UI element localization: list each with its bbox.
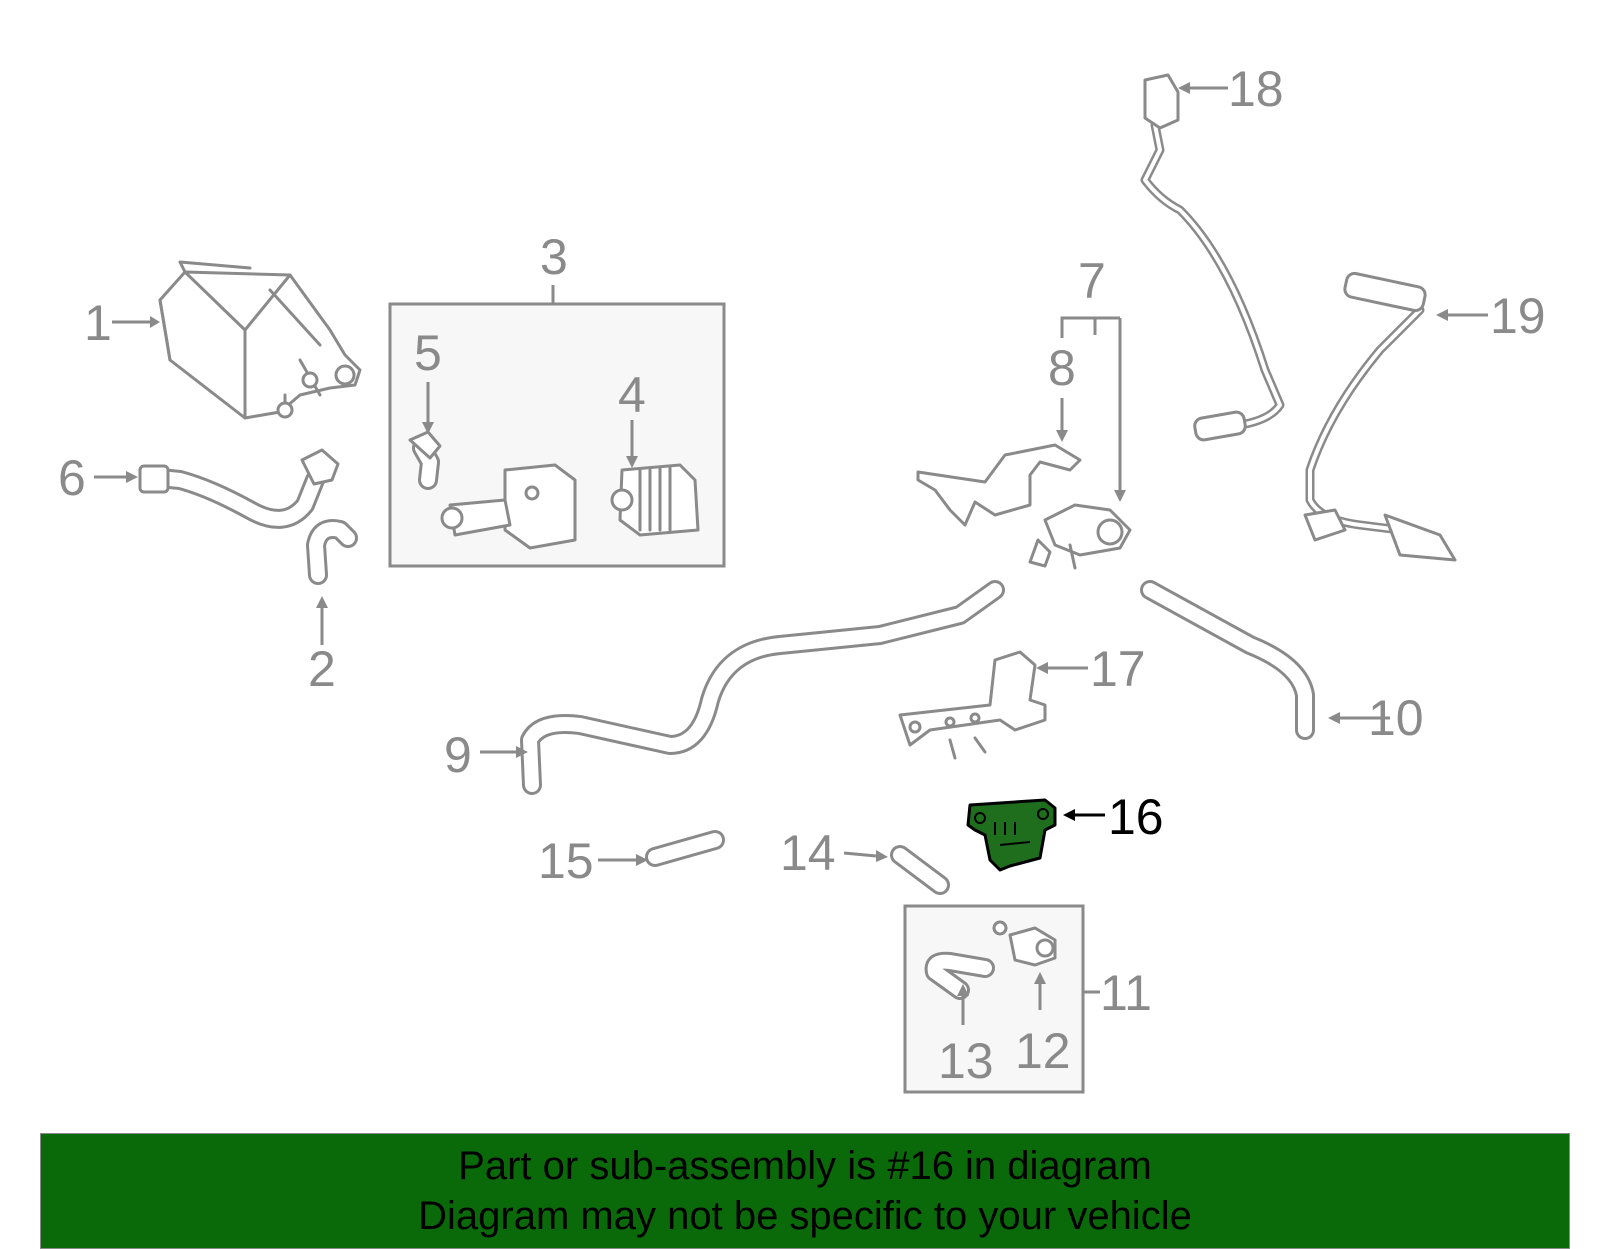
callout-10: 10 [1368, 690, 1424, 746]
part-7-valve[interactable] [1028, 503, 1132, 570]
callout-14: 14 [780, 825, 836, 881]
callout-12: 12 [1015, 1023, 1071, 1079]
callout-9: 9 [444, 727, 472, 783]
callout-11: 11 [1100, 965, 1152, 1021]
part-19-sensor[interactable] [1303, 271, 1457, 562]
part-17-bracket[interactable] [898, 650, 1047, 760]
callout-7: 7 [1078, 253, 1106, 309]
callout-6: 6 [58, 450, 86, 506]
part-13-hose[interactable] [924, 951, 995, 1000]
part-10-hose[interactable] [1140, 580, 1315, 740]
part-5-fitting[interactable] [408, 430, 442, 490]
part-2-hose[interactable] [306, 519, 358, 585]
callout-15: 15 [538, 833, 594, 889]
callout-16: 16 [1108, 789, 1164, 845]
part-12-valve[interactable] [992, 920, 1057, 967]
part-valve-unit[interactable] [440, 463, 577, 550]
callout-17: 17 [1090, 641, 1146, 697]
part-15-tube[interactable] [645, 830, 725, 867]
part-14-tube[interactable] [890, 845, 950, 895]
callout-13: 13 [938, 1033, 994, 1089]
part-1-canister[interactable] [158, 260, 362, 420]
banner-line-2: Diagram may not be specific to your vehi… [418, 1194, 1192, 1238]
callout-2: 2 [308, 641, 336, 697]
assembly-11-box[interactable] [903, 904, 1100, 1094]
part-9-hose[interactable] [520, 580, 1005, 795]
info-banner: Part or sub-assembly is #16 in diagram D… [40, 1133, 1570, 1249]
part-8-bracket[interactable] [916, 443, 1082, 527]
part-4-module[interactable] [610, 463, 700, 537]
part-18-sensor[interactable] [1140, 73, 1285, 442]
callout-1: 1 [84, 295, 112, 351]
callout-5: 5 [414, 325, 442, 381]
callout-3: 3 [540, 229, 568, 285]
part-6-hose[interactable] [138, 448, 340, 529]
callout-8: 8 [1048, 340, 1076, 396]
callout-18: 18 [1228, 61, 1284, 117]
leader-lines [94, 82, 1488, 1025]
callout-4: 4 [618, 367, 646, 423]
banner-line-1: Part or sub-assembly is #16 in diagram [458, 1144, 1152, 1188]
part-16-bracket-highlighted[interactable] [966, 798, 1057, 872]
callout-19: 19 [1490, 288, 1546, 344]
